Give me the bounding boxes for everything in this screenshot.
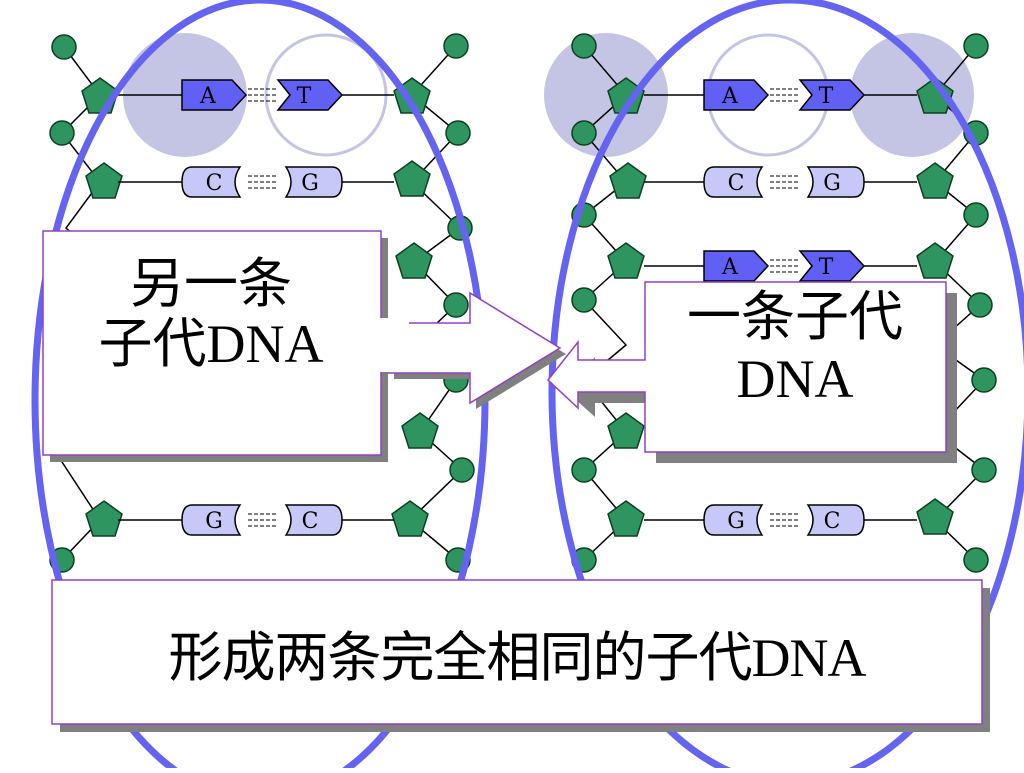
- base-right: [284, 166, 343, 198]
- phosphate-node: [49, 120, 75, 146]
- phosphate-node: [571, 120, 597, 146]
- right-callout-box: [546, 281, 947, 453]
- base-left: [181, 79, 248, 111]
- base-left-label: A: [199, 84, 217, 109]
- base-right: [798, 79, 866, 111]
- sugar-pentagon: [393, 160, 431, 197]
- phosphate-node: [963, 202, 989, 228]
- block-arrow: [387, 291, 566, 409]
- base-right-label: T: [297, 84, 312, 109]
- left-callout: [42, 230, 409, 462]
- sugar-pentagon: [609, 162, 647, 199]
- sugar-pentagon: [391, 500, 429, 537]
- phosphate-node: [571, 457, 597, 483]
- phosphate-node: [963, 547, 989, 573]
- base-right: [798, 250, 866, 282]
- base-pairs: A T C G G C A T C G A T G C: [118, 79, 917, 536]
- base-left-label: G: [727, 509, 745, 534]
- sugar-pentagon: [85, 162, 123, 199]
- phosphate-node: [571, 33, 597, 59]
- phosphate-node: [445, 120, 471, 146]
- arrow-shape: [387, 291, 562, 405]
- base-left: [703, 250, 770, 282]
- phosphate-node: [963, 33, 989, 59]
- phosphate-node: [51, 34, 77, 60]
- phosphate-node: [443, 292, 469, 318]
- base-left: [703, 504, 764, 536]
- base-right: [806, 166, 865, 198]
- base-right: [806, 504, 865, 536]
- base-left-label: A: [721, 255, 739, 280]
- phosphate-node: [571, 287, 597, 313]
- phosphate-node: [971, 367, 997, 393]
- caption-box: [51, 579, 983, 725]
- base-right: [284, 504, 343, 536]
- base-left-label: C: [206, 171, 223, 196]
- phosphate-nodes: [49, 33, 997, 573]
- phosphate-node: [971, 457, 997, 483]
- base-left: [703, 79, 770, 111]
- base-right-label: C: [824, 509, 841, 534]
- base-right-label: G: [301, 171, 319, 196]
- base-left-label: A: [721, 84, 739, 109]
- base-left: [703, 166, 764, 198]
- base-left-label: C: [728, 171, 745, 196]
- base-left: [181, 504, 242, 536]
- phosphate-node: [449, 457, 475, 483]
- base-right-label: C: [302, 509, 319, 534]
- sugar-pentagon: [916, 498, 954, 535]
- phosphate-node: [443, 33, 469, 59]
- sugar-pentagon: [607, 412, 645, 449]
- sugar-pentagon: [395, 242, 433, 279]
- sugar-pentagon: [916, 162, 954, 199]
- right-dna-outline: [548, 0, 1024, 773]
- base-right-label: T: [819, 84, 834, 109]
- base-right: [276, 79, 344, 111]
- sugar-pentagon: [607, 500, 645, 537]
- sugar-pentagon: [401, 412, 439, 449]
- base-left-label: G: [205, 509, 223, 534]
- left-callout-box: [42, 230, 382, 456]
- base-right-label: T: [819, 255, 834, 280]
- right-callout: [546, 281, 957, 463]
- base-left: [181, 166, 242, 198]
- base-right-label: G: [823, 171, 841, 196]
- phosphate-node: [967, 292, 993, 318]
- caption-box-group: [51, 579, 990, 732]
